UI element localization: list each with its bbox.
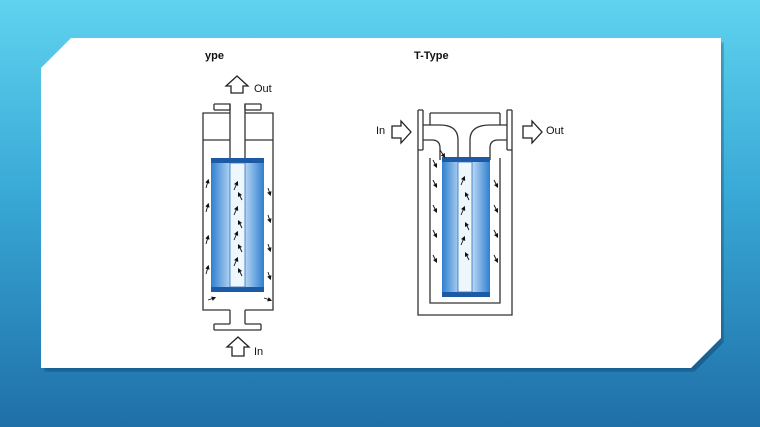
t-type-housing <box>417 109 513 316</box>
t-type-flow-arrows <box>432 149 499 264</box>
t-in-label: In <box>376 125 386 137</box>
t-inflow-arrow-icon <box>391 119 412 145</box>
t-outflow-arrow-icon <box>522 119 543 145</box>
t-type-title: T-Type <box>414 50 449 62</box>
t-type-filter-cartridge <box>442 157 490 297</box>
inline-type-title: ype <box>205 50 224 62</box>
slide-card <box>41 38 721 368</box>
inflow-arrow-icon <box>225 336 251 357</box>
t-out-label: Out <box>546 125 564 137</box>
inline-flow-arrows <box>205 178 273 302</box>
outflow-arrow-icon <box>224 75 250 94</box>
inline-filter-cartridge <box>211 158 264 292</box>
inline-in-label: In <box>254 346 264 358</box>
inline-housing <box>202 103 274 331</box>
inline-out-label: Out <box>254 83 272 95</box>
